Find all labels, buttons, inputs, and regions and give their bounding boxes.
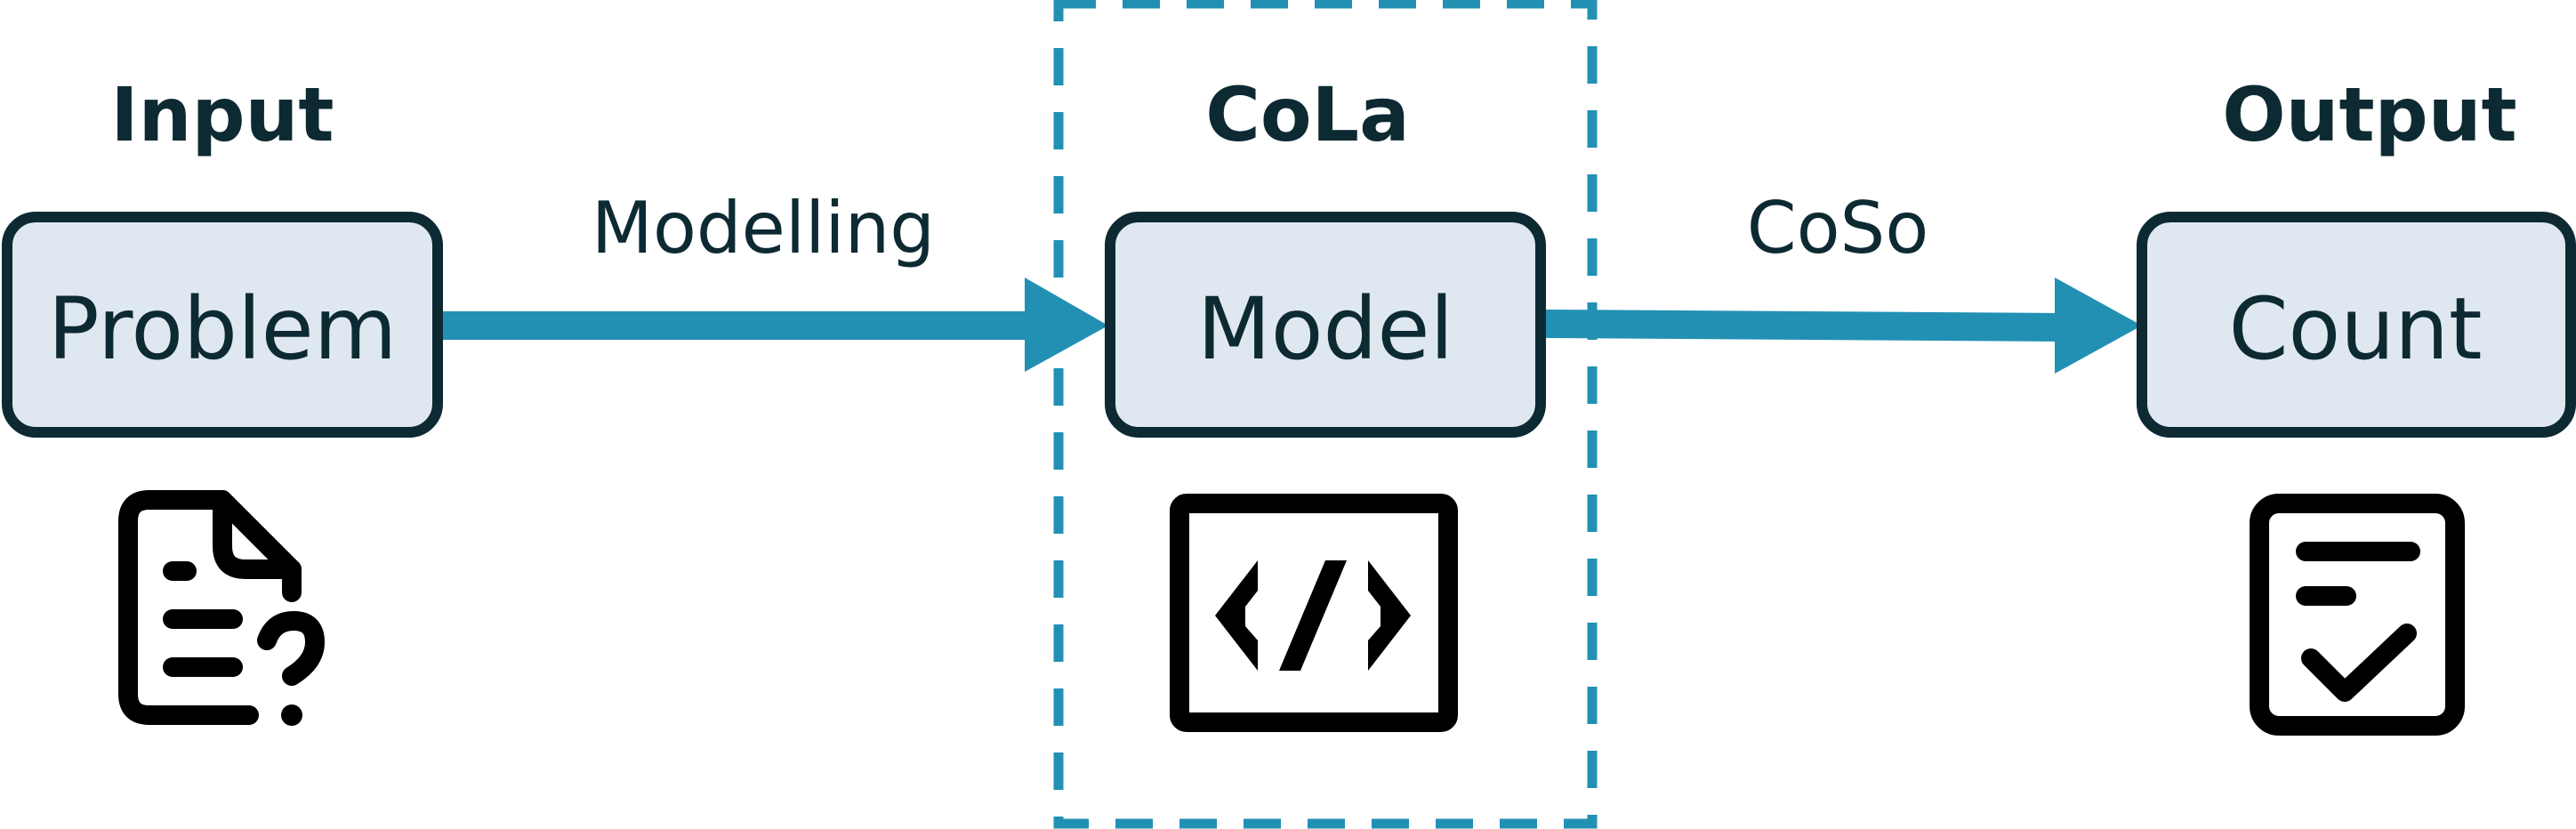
code-window-icon <box>1170 494 1458 732</box>
node-model-box <box>1105 212 1546 438</box>
arrow-coso <box>1542 278 2142 374</box>
node-problem-label: Problem <box>48 279 397 379</box>
node-model: Model <box>1105 212 1546 438</box>
edge-label-coso: CoSo <box>1747 187 1929 270</box>
node-count: Count <box>2137 212 2576 438</box>
heading-cola: CoLa <box>1205 71 1410 158</box>
checklist-document-icon <box>2250 494 2465 736</box>
cola-group-frame <box>1053 0 1598 829</box>
node-count-box <box>2137 212 2576 438</box>
node-problem: Problem <box>2 212 443 438</box>
heading-output: Output <box>2222 71 2516 158</box>
heading-input: Input <box>110 71 334 158</box>
arrow-modelling-shaft <box>439 311 1037 340</box>
arrow-modelling-head <box>1025 278 1108 372</box>
edge-label-modelling: Modelling <box>592 187 935 270</box>
node-problem-box <box>2 212 443 438</box>
arrow-coso-head <box>2055 278 2142 374</box>
arrow-modelling <box>439 278 1108 372</box>
arrow-coso-shaft <box>1542 310 2060 342</box>
node-model-label: Model <box>1197 279 1453 379</box>
document-question-icon <box>118 490 325 726</box>
node-count-label: Count <box>2228 279 2482 379</box>
